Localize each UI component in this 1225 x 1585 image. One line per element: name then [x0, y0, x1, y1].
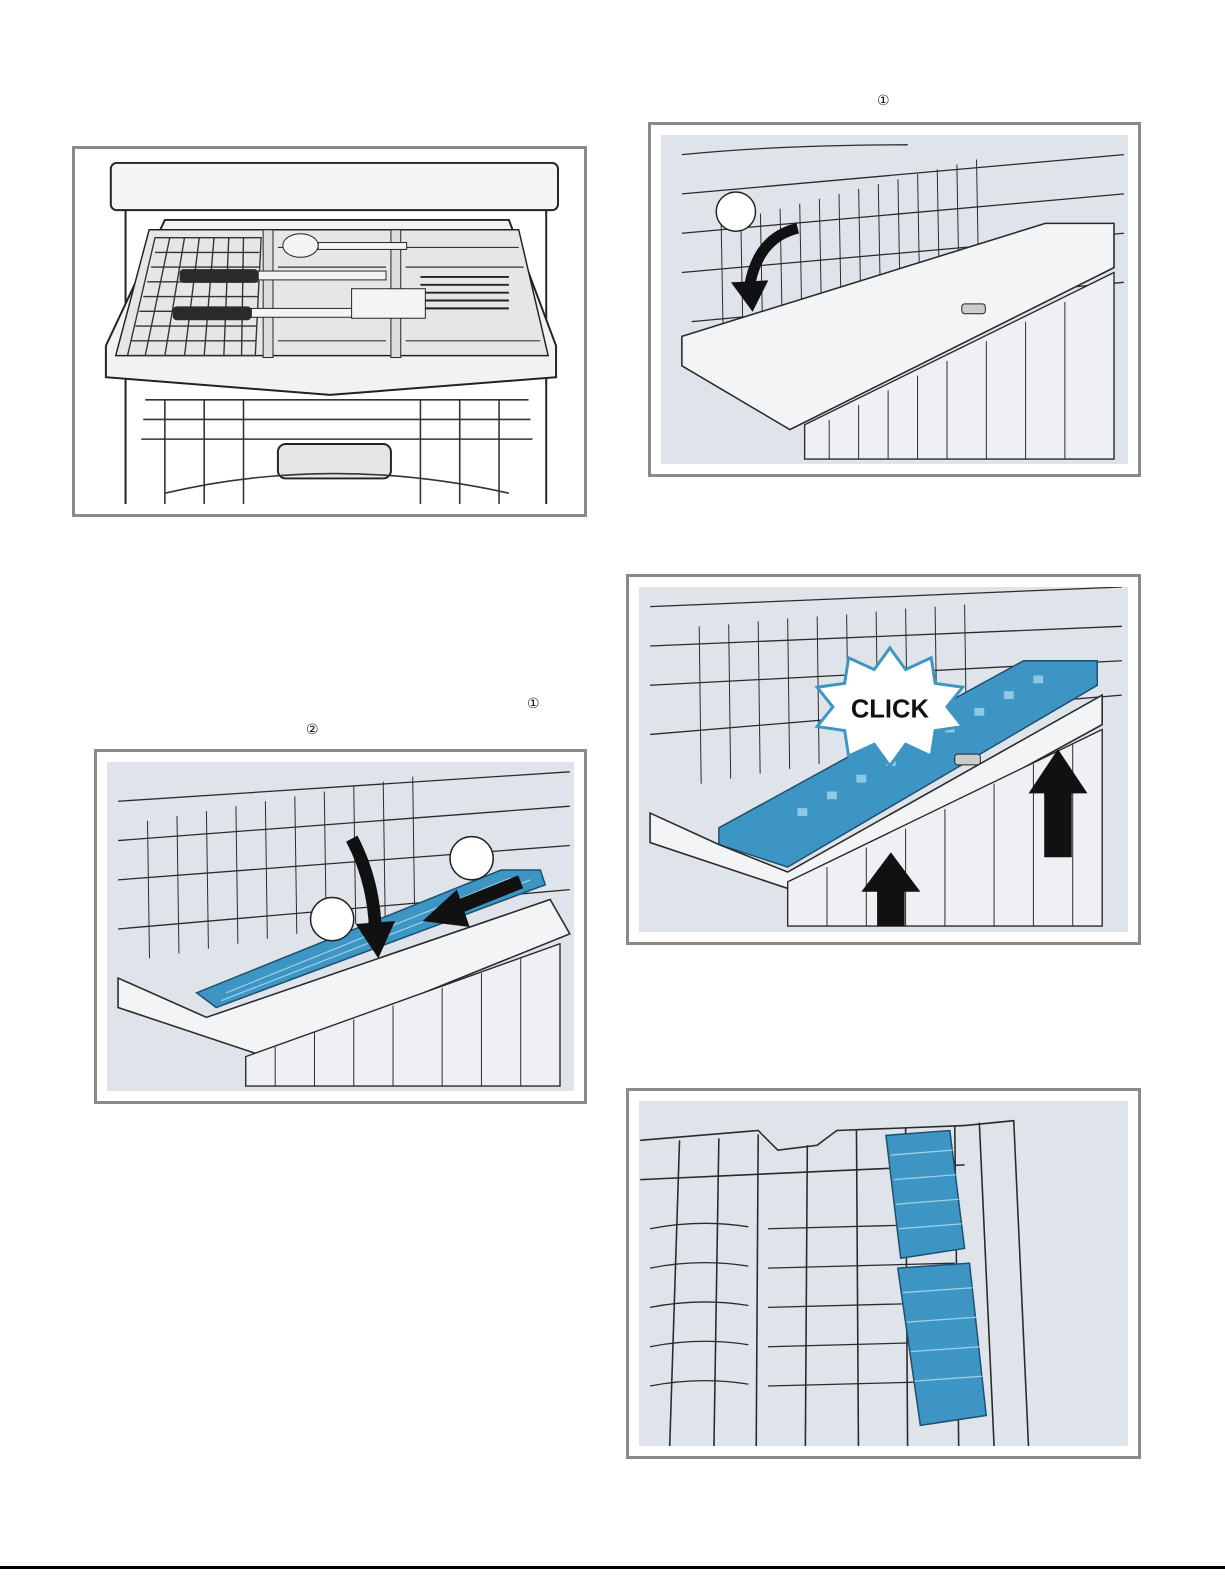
rack-fold-illustration: [661, 135, 1128, 464]
callout-label-1-top: ①: [877, 93, 890, 109]
third-rack-illustration: [85, 159, 574, 504]
figure-blue-rack-insert: [94, 749, 587, 1104]
click-text: CLICK: [851, 696, 930, 724]
lower-rack-illustration: [639, 1101, 1128, 1446]
callout-label-2-left: ②: [306, 722, 319, 738]
figure-third-rack-cutlery: [72, 146, 587, 517]
figure-rack-fold-down: [648, 122, 1141, 477]
rack-click-illustration: CLICK: [639, 587, 1128, 932]
page-bottom-rule: [0, 1566, 1225, 1569]
figure-lower-rack-tines: [626, 1088, 1141, 1459]
figure-rack-click: CLICK: [626, 574, 1141, 945]
rack-insert-illustration: [107, 762, 574, 1091]
callout-label-1-left: ①: [527, 696, 540, 712]
